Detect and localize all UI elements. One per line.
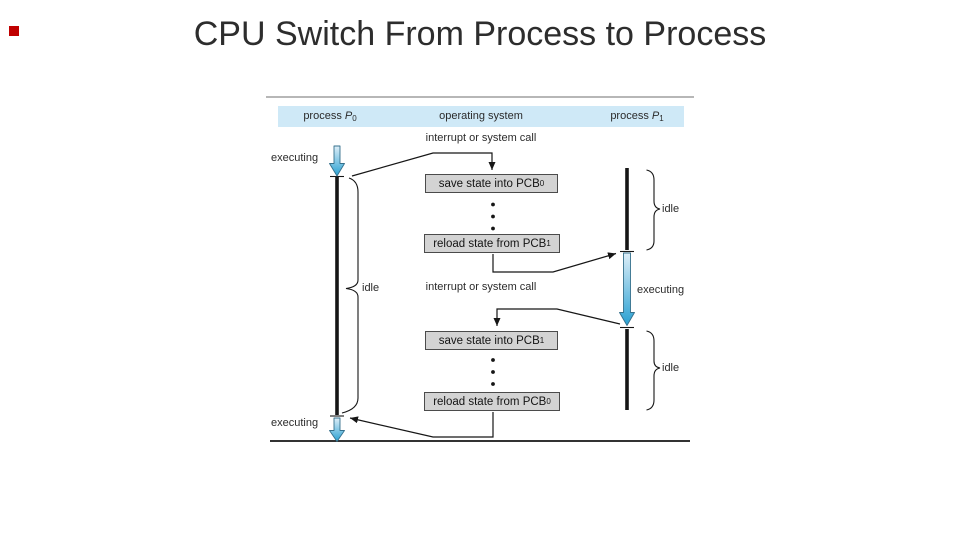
slide-title: CPU Switch From Process to Process <box>193 15 767 53</box>
idle-braces <box>341 169 661 414</box>
p0-executing-arrow-top <box>329 145 345 177</box>
connector-reload0-to-p0 <box>349 412 494 438</box>
ellipsis-dots <box>491 202 495 386</box>
p1-idle-brace-bottom <box>646 330 661 411</box>
label-p1-idle-top: idle <box>662 203 680 215</box>
connector-arrows <box>349 152 621 438</box>
label-interrupt-top: interrupt or system call <box>425 132 537 144</box>
label-p1-executing: executing <box>637 284 685 296</box>
header-band: process P0 operating system process P1 <box>278 106 684 127</box>
label-p0-executing-bottom: executing <box>271 417 319 429</box>
p1-idle-brace-top <box>646 169 661 251</box>
label-p0-idle: idle <box>362 282 380 294</box>
label-interrupt-mid: interrupt or system call <box>425 281 537 293</box>
p0-executing-arrow-bottom <box>329 417 345 442</box>
executing-arrows <box>329 145 635 442</box>
p1-executing-arrow <box>619 252 635 326</box>
header-operating-system: operating system <box>439 110 523 122</box>
connector-p1-to-save1 <box>493 308 621 326</box>
connector-reload1-to-p1 <box>492 252 617 273</box>
p0-idle-bracket <box>341 177 359 414</box>
connector-p0-to-save0 <box>351 152 496 177</box>
junction-ticks <box>330 175 634 417</box>
label-p0-executing-top: executing <box>271 152 319 164</box>
label-p1-idle-bottom: idle <box>662 362 680 374</box>
header-process-p1: process P1 <box>610 110 664 123</box>
header-process-p0: process P0 <box>303 110 357 123</box>
accent-square <box>9 26 19 36</box>
